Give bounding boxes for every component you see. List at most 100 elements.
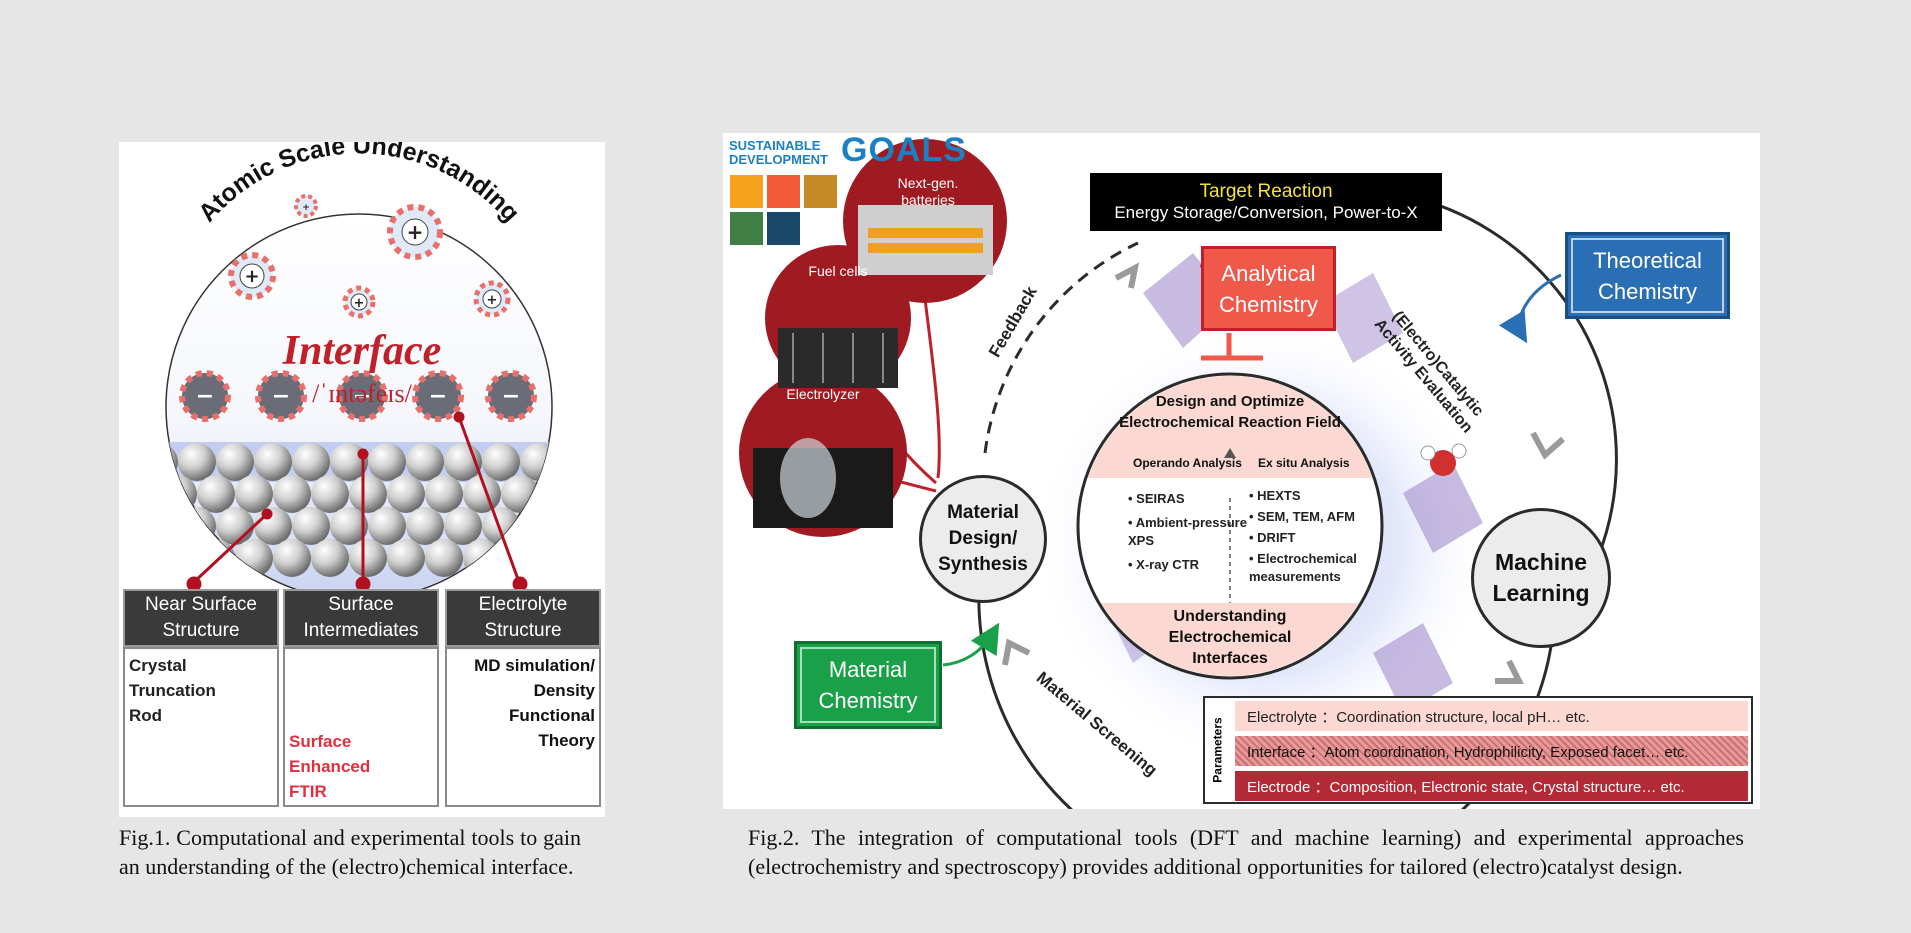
material-design-node: Material Design/ Synthesis [919, 475, 1047, 603]
figure-1-caption: Fig.1. Computational and experimental to… [119, 825, 581, 879]
surface-atom [558, 443, 596, 481]
operando-item: • SEIRAS [1128, 491, 1185, 506]
machine-learning-node: Machine Learning [1471, 508, 1611, 648]
app-label-fuelcells: Fuel cells [808, 263, 868, 279]
surface-atoms [166, 442, 605, 577]
analytical-connector [1201, 333, 1263, 361]
surface-atom [520, 443, 552, 481]
operando-item: • Ambient-pressure XPS [1128, 515, 1247, 548]
anion-icon [179, 370, 537, 422]
svg-text:−: − [353, 384, 371, 409]
figure-2-illustration [739, 139, 1618, 809]
exsitu-list: • HEXTS • SEM, TEM, AFM • DRIFT • Electr… [1249, 487, 1357, 586]
panel-electrolyte: MD simulation/ Density Functional Theory [445, 647, 601, 807]
surface-atom [482, 443, 520, 481]
sdg-logo: SUSTAINABLE DEVELOPMENT [729, 139, 828, 167]
param-row-electrolyte: Electrolyte ：Coordination structure, loc… [1235, 701, 1748, 731]
surface-atom [577, 539, 605, 577]
sdg-icon-7 [730, 175, 763, 208]
surface-atom [311, 475, 349, 513]
surface-atom [178, 443, 216, 481]
surface-atom [311, 539, 349, 577]
exsitu-item: • Electrochemical measurements [1249, 551, 1357, 584]
surface-atom [349, 539, 387, 577]
surface-atom [254, 507, 292, 545]
theoretical-arrow [1498, 273, 1562, 344]
surface-atom [425, 475, 463, 513]
svg-text:−: − [272, 384, 290, 409]
surface-atom [406, 443, 444, 481]
panel-header-surface-intermediates: Surface Intermediates [283, 589, 439, 647]
cation-icon [228, 194, 511, 319]
surface-atom [482, 507, 520, 545]
surface-atom [425, 539, 463, 577]
surface-atom [539, 539, 552, 577]
sdg-icon-12 [804, 175, 837, 208]
svg-text:+: + [302, 203, 310, 213]
surface-atom [235, 539, 273, 577]
surface-atom [166, 507, 178, 545]
svg-text:−: − [502, 384, 520, 409]
interface-label: Interface [282, 328, 442, 374]
exsitu-item: • DRIFT [1249, 530, 1296, 545]
surface-atom [273, 475, 311, 513]
figure-2: SUSTAINABLE DEVELOPMENT GOALS Next-gen. … [723, 133, 1760, 809]
sdg-goals: GOALS [841, 133, 967, 169]
battery-cells [868, 228, 983, 253]
anion-signs: −−− −− [196, 384, 520, 409]
surface-atom [166, 475, 197, 513]
svg-text:+: + [244, 266, 259, 287]
app-label-electrolyzer: Electrolyzer [786, 386, 860, 402]
surface-atom [197, 539, 235, 577]
target-subtitle: Energy Storage/Conversion, Power-to-X [1114, 203, 1418, 222]
surface-atom [368, 507, 406, 545]
target-reaction-box: Target Reaction Energy Storage/Conversio… [1090, 173, 1442, 231]
cycle-arrowheads [1002, 262, 1565, 684]
surface-atom [406, 507, 444, 545]
surface-atom [558, 507, 596, 545]
svg-text:+: + [407, 220, 424, 244]
surface-atom [292, 443, 330, 481]
panel-text-ftir: Surface Enhanced FTIR [289, 732, 371, 801]
sdg-icon-17 [767, 212, 800, 245]
surface-atom [235, 475, 273, 513]
surface-atom [273, 539, 311, 577]
figure-2-caption: Fig.2. The integration of computational … [748, 825, 1744, 879]
cation-signs: + + + + + [244, 203, 497, 311]
sdg-icon-13 [730, 212, 763, 245]
parameters-label: Parameters [1211, 717, 1226, 783]
surface-atom [444, 507, 482, 545]
svg-text:+: + [487, 293, 498, 308]
surface-atom [539, 475, 552, 513]
param-row-interface: Interface ：Atom coordination, Hydrophili… [1235, 736, 1748, 766]
center-top-text: Design and Optimize Electrochemical Reac… [1119, 393, 1341, 431]
figure-1: + + + + + −−− −− Atomic Scale Understand… [119, 142, 605, 817]
operando-list: • SEIRAS • Ambient-pressure XPS • X-ray … [1128, 490, 1247, 574]
surface-atom [330, 507, 368, 545]
svg-text:−: − [196, 384, 214, 409]
surface-atom [501, 475, 539, 513]
center-bottom-text: Understanding Electrochemical Interfaces [1168, 608, 1292, 667]
material-arrow [942, 622, 1000, 667]
panel-text-md: MD simulation/ Density Functional Theory [474, 656, 595, 750]
surface-atom [166, 443, 178, 481]
theoretical-chemistry-box: Theoretical Chemistry [1565, 232, 1730, 319]
figure-1-illustration: + + + + + −−− −− Atomic Scale Understand… [127, 142, 605, 799]
app-label-batteries: Next-gen. batteries [897, 175, 959, 208]
svg-text:+: + [354, 296, 365, 311]
surface-atom [292, 507, 330, 545]
material-chemistry-box: Material Chemistry [794, 641, 942, 729]
interface-pronunciation: /ˈɪntəfeɪs/ [312, 379, 412, 408]
operando-title: Operando Analysis [1133, 456, 1242, 470]
param-row-electrode: Electrode ：Composition, Electronic state… [1235, 771, 1748, 801]
surface-atom [216, 443, 254, 481]
pointer-lines [186, 411, 528, 592]
surface-atom [216, 507, 254, 545]
surface-atom [577, 475, 605, 513]
surface-atom [254, 443, 292, 481]
surface-atom [368, 443, 406, 481]
sdg-icon-9 [767, 175, 800, 208]
exsitu-item: • HEXTS [1249, 488, 1301, 503]
panel-header-near-surface: Near Surface Structure [123, 589, 279, 647]
surface-atom [387, 475, 425, 513]
